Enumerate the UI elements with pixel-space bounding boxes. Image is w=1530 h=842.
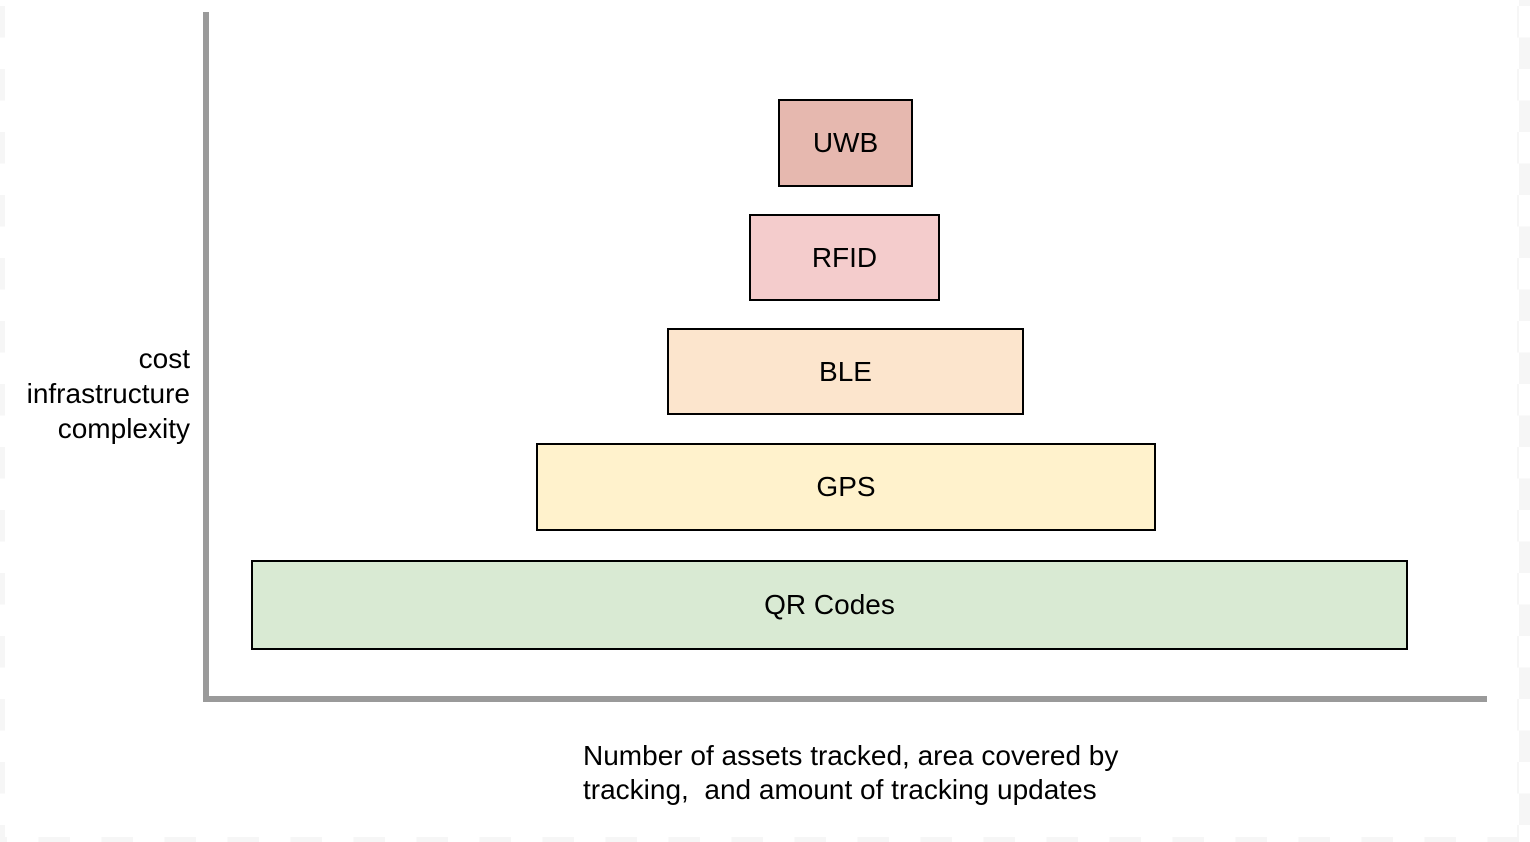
box-rfid: RFID [749,214,940,301]
box-rfid-label: RFID [811,241,878,273]
box-uwb-label: UWB [812,127,879,158]
x-axis-label: Number of assets tracked, area covered b… [583,740,1119,805]
box-gps-label: GPS [816,471,876,502]
box-uwb: UWB [778,99,913,187]
box-gps: GPS [536,443,1156,531]
box-qr-codes: QR Codes [251,560,1408,650]
x-axis-line [203,696,1487,702]
y-axis-line [203,12,209,702]
box-ble: BLE [667,328,1024,415]
y-axis-label: cost infrastructure complexity [26,343,190,444]
box-qr-codes-label: QR Codes [764,589,895,620]
box-ble-label: BLE [819,355,872,387]
